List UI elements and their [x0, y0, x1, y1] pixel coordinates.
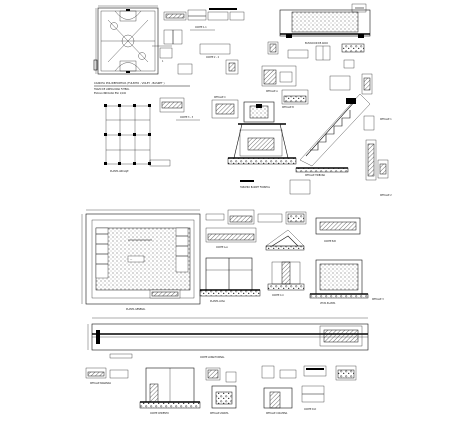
label-planta-general: PLANTA GENERAL	[126, 308, 146, 311]
label-planta-losa: PLANTA LOSA	[210, 300, 225, 303]
mid-small-notes: CORTE 3 - 3	[152, 45, 200, 121]
label-corte-a: CORTE A-A	[216, 246, 228, 249]
svg-text:1: 1	[162, 60, 164, 63]
label-corte-longitudinal: CORTE LONGITUDINAL	[200, 356, 225, 359]
court-plan	[93, 5, 159, 75]
label-tablero-basket: TABLERO BASKET FRONTAL	[240, 186, 271, 189]
bleacher-section: DETALLE TRIBUNA	[289, 93, 377, 195]
label-corte-11: CORTE 1-1	[195, 26, 207, 29]
label-elevacion-arco: ELEVACION DE ARCO	[305, 42, 328, 45]
label-detalle-zapata: DETALLE ZAPATA	[210, 412, 229, 415]
label-detalle-c: DETALLE C	[214, 96, 226, 99]
label-corte-33: CORTE 3 - 3	[180, 116, 194, 119]
court-title-block: CANCHA POLIDEPORTIVA (FULBITO , VOLEY , …	[94, 81, 190, 95]
foundation-grid: PLANTA ANCLAJE	[104, 104, 171, 173]
basket-structure: TABLERO BASKET FRONTAL DETALLE C	[211, 96, 297, 189]
label-detalle-tribuna: DETALLE TRIBUNA	[305, 174, 325, 177]
label-planta-anclaje: PLANTA ANCLAJE	[110, 170, 129, 173]
label-detalle-3: DETALLE 3	[372, 298, 384, 301]
top-small-details: CORTE 1-1 1 CORTE 2 - 2	[159, 8, 245, 75]
court-note-1: TRAZO DE LINEAS PARA FUTBOL	[94, 88, 130, 91]
detail-a-b: DETALLE A DETALLE B	[261, 65, 373, 109]
label-detalle-baranda: DETALLE BARANDA	[90, 382, 111, 385]
label-corte-d: CORTE D-D	[304, 408, 316, 411]
mid-structures: PLANTA LOSA CORTE C-C VISTA PLANTA	[199, 257, 369, 305]
label-vista-planta: VISTA PLANTA	[320, 302, 336, 305]
general-plan: — PLANTA GENERAL	[81, 209, 201, 311]
label-corte-c: CORTE C-C	[272, 294, 284, 297]
post-details	[267, 41, 365, 69]
label-corte-cimiento: CORTE CIMIENTO	[150, 412, 169, 415]
bottom-details: DETALLE BARANDA CORTE CIMIENTO DETALLE Z…	[85, 365, 357, 415]
svg-text:—: —	[130, 258, 133, 261]
label-corte-b: CORTE B-B	[324, 240, 336, 243]
court-title: CANCHA POLIDEPORTIVA (FULBITO , VOLEY , …	[94, 81, 164, 85]
label-corte-22: CORTE 2 - 2	[206, 56, 220, 59]
label-detalle-b: DETALLE B	[282, 106, 294, 109]
label-detalle-a: DETALLE A	[266, 90, 278, 93]
court-note-2: ESCALA INDICADA ESC 1/100	[94, 92, 127, 95]
label-detalle-1: DETALLE 1	[380, 118, 392, 121]
label-detalle-columna: DETALLE COLUMNA	[266, 412, 288, 415]
label-detalle-2: DETALLE 2	[380, 194, 392, 197]
goal-elevation: ELEVACION DE ARCO	[279, 3, 371, 45]
longitudinal-section: CORTE LONGITUDINAL	[87, 317, 369, 359]
mid-detail-row: CORTE A-A CORTE B-B	[205, 209, 361, 251]
misc-labels: DETALLE 1 DETALLE 2 DETALLE 3	[372, 118, 392, 301]
